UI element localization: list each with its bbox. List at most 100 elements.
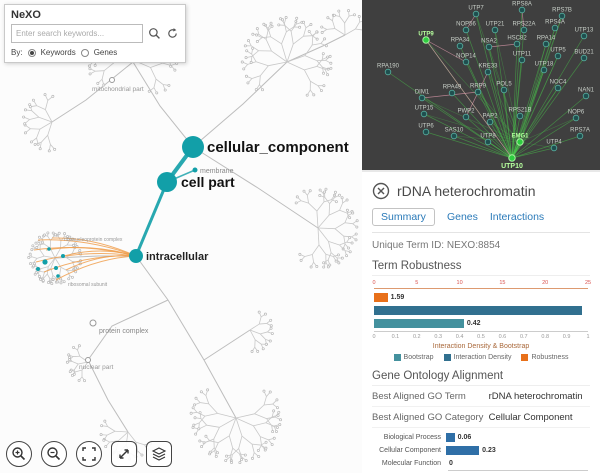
gene-label-UTP18: UTP18 (535, 62, 554, 68)
gene-node-RRP9[interactable] (474, 88, 482, 96)
fit-view-button[interactable] (76, 441, 102, 467)
gene-label-NOP56: NOP56 (456, 22, 476, 28)
gene-label-UTP9: UTP9 (418, 32, 434, 38)
gene-node-NSA2[interactable] (485, 43, 493, 51)
gene-node-RPS4A[interactable] (551, 24, 559, 32)
gene-node-DIM1[interactable] (418, 94, 426, 102)
zoom-out-button[interactable] (41, 441, 67, 467)
gene-label-RPS7B: RPS7B (552, 8, 572, 14)
tree-node-cluster-node-4[interactable] (61, 254, 65, 258)
gene-node-UTP4[interactable] (550, 144, 558, 152)
zoom-controls (6, 441, 172, 467)
gene-node-RPA49[interactable] (448, 89, 456, 97)
term-details-panel: rDNA heterochromatin Summary Genes Inter… (362, 170, 600, 473)
gene-label-UTP11: UTP11 (513, 52, 532, 58)
gene-node-PWP2[interactable] (462, 113, 470, 121)
bar-bootstrap: 0.42 (374, 317, 588, 330)
app-title: NeXO (11, 9, 41, 21)
gene-node-PAP2[interactable] (486, 118, 494, 126)
gene-node-RPA14[interactable] (542, 40, 550, 48)
gene-node-RPS8A[interactable] (518, 6, 526, 14)
go-table-row: Best Aligned GO Category Cellular Compon… (372, 407, 590, 428)
gene-node-NOP14[interactable] (462, 58, 470, 66)
tree-node-cluster-node-6[interactable] (56, 274, 60, 278)
gene-node-NOP6[interactable] (572, 114, 580, 122)
gene-label-EMG1: EMG1 (511, 134, 529, 140)
gene-label-DIM1: DIM1 (415, 90, 430, 96)
gene-node-UTP5[interactable] (554, 52, 562, 60)
gene-node-KRE33[interactable] (484, 68, 492, 76)
gene-node-NOC4[interactable] (554, 84, 562, 92)
gene-node-POL5[interactable] (500, 86, 508, 94)
gene-label-NAN1: NAN1 (578, 88, 595, 94)
gene-node-RPS7A[interactable] (576, 132, 584, 140)
close-icon[interactable] (372, 182, 390, 200)
gene-node-UTP15[interactable] (420, 110, 428, 118)
tree-node-cluster-node-2[interactable] (54, 266, 58, 270)
gene-node-UTP21[interactable] (491, 26, 499, 34)
gene-node-RPA34[interactable] (456, 42, 464, 50)
tab-genes[interactable]: Genes (446, 211, 478, 223)
gene-node-UTP6[interactable] (422, 128, 430, 136)
tree-node-membrane[interactable] (192, 167, 198, 173)
gene-label-RPA14: RPA14 (537, 36, 556, 42)
legend-item: Bootstrap (393, 354, 434, 361)
gene-node-RPS21B[interactable] (516, 112, 524, 120)
gene-node-HSC82[interactable] (513, 40, 521, 48)
bar-robustness: 1.59 (374, 291, 588, 304)
tree-node-cell-part[interactable] (157, 172, 177, 192)
tree-node-cellular_component[interactable] (182, 136, 204, 158)
term-title: rDNA heterochromatin (397, 183, 536, 199)
tree-node-cluster-node-1[interactable] (42, 259, 48, 265)
gene-node-UTP13[interactable] (580, 32, 588, 40)
gene-node-UTP18[interactable] (540, 66, 548, 74)
radio-keywords[interactable] (27, 48, 36, 57)
gene-node-BUD21[interactable] (580, 54, 588, 62)
tab-summary[interactable]: Summary (372, 208, 435, 226)
tree-node-cluster-node-5[interactable] (47, 247, 51, 251)
gene-node-RPS7B[interactable] (558, 12, 566, 20)
zoom-in-button[interactable] (6, 441, 32, 467)
tree-label: membrane (200, 168, 234, 175)
tree-node-nuclear-part[interactable] (85, 357, 91, 363)
tree-node-intracellular[interactable] (129, 249, 143, 263)
gene-label-BUD21: BUD21 (574, 50, 594, 56)
gene-label-PAP2: PAP2 (483, 114, 499, 120)
gene-label-RPA49: RPA49 (443, 85, 462, 91)
radio-keywords-label[interactable]: Keywords (40, 48, 76, 57)
gene-node-NOP56[interactable] (462, 26, 470, 34)
radio-genes[interactable] (80, 48, 89, 57)
tree-node-cluster-node-3[interactable] (36, 267, 40, 271)
gene-node-UTP10[interactable] (508, 154, 516, 162)
gene-label-RPA34: RPA34 (451, 38, 470, 44)
gene-node-SAS10[interactable] (450, 132, 458, 140)
radio-genes-label[interactable]: Genes (93, 48, 118, 57)
gene-node-RPS22A[interactable] (520, 26, 528, 34)
tree-label: nuclear part (79, 364, 114, 371)
gene-node-RPA190[interactable] (384, 68, 392, 76)
gene-node-EMG1[interactable] (516, 138, 524, 146)
gene-node-UTP7[interactable] (472, 10, 480, 18)
search-input[interactable] (11, 24, 143, 43)
tree-node-protein-complex[interactable] (89, 319, 97, 327)
search-icon[interactable] (147, 27, 161, 41)
tab-interactions[interactable]: Interactions (489, 211, 545, 223)
tree-label: cell part (181, 174, 235, 190)
tree-label: cellular_component (207, 139, 349, 156)
gene-node-UTP11[interactable] (518, 56, 526, 64)
reset-search-icon[interactable] (165, 27, 179, 41)
gene-label-KRE33: KRE33 (478, 64, 498, 70)
gene-node-UTP9[interactable] (422, 36, 430, 44)
gene-node-UTP8[interactable] (484, 138, 492, 146)
tree-node-mitochondrial-part[interactable] (109, 77, 115, 83)
gene-node-NAN1[interactable] (582, 92, 590, 100)
layers-button[interactable] (146, 441, 172, 467)
gene-label-HSC82: HSC82 (507, 36, 527, 42)
expand-arrows-button[interactable] (111, 441, 137, 467)
